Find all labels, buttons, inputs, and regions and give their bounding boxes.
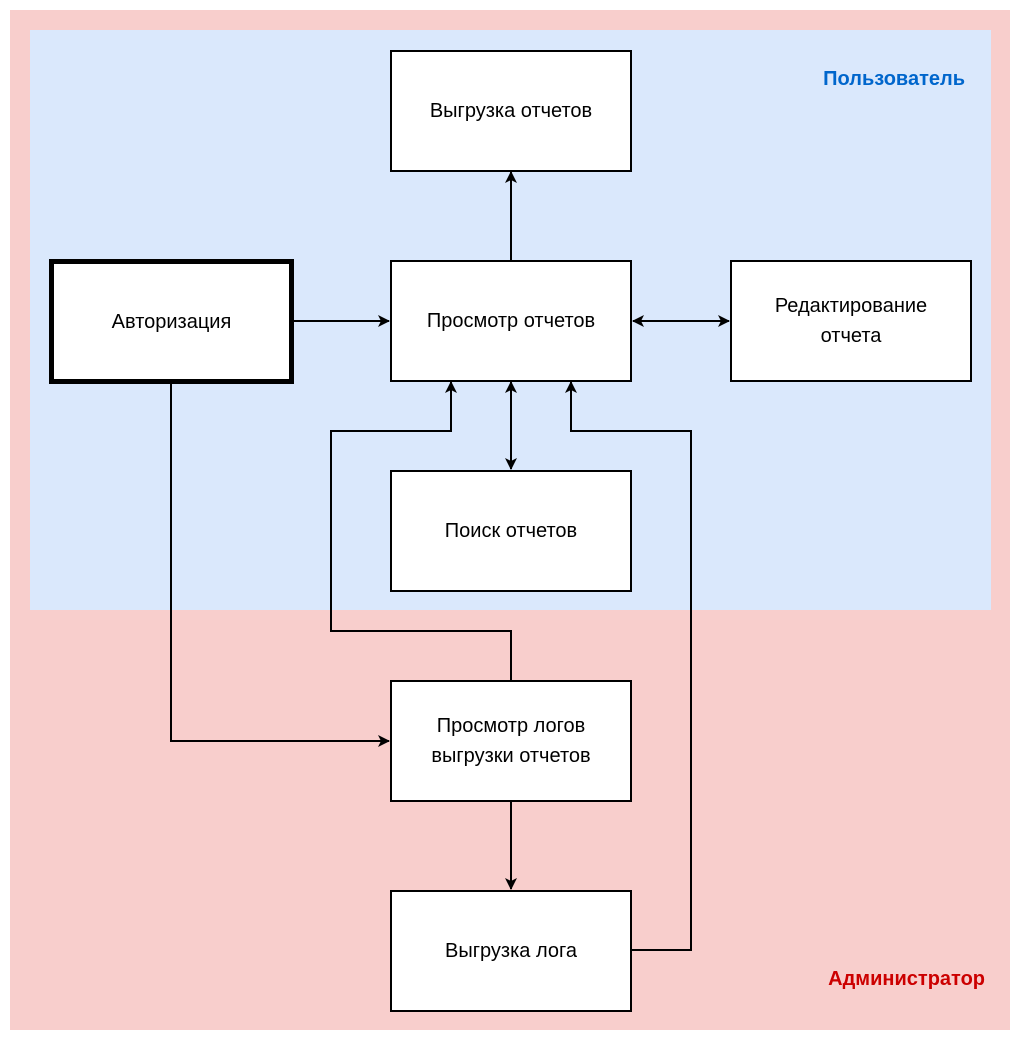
node-label: Авторизация (111, 310, 232, 333)
node-label: Просмотр отчетов (426, 310, 596, 332)
node-view-export-logs[interactable]: Просмотр логов выгрузки отчетов (390, 680, 632, 802)
edge-exportlog-to-view (565, 381, 692, 951)
node-label: Поиск отчетов (444, 520, 578, 542)
edge-auth-to-logs (170, 383, 390, 747)
node-label: Просмотр логов выгрузки отчетов (431, 715, 591, 767)
node-label: Выгрузка отчетов (429, 100, 593, 122)
node-label: Выгрузка лога (445, 940, 577, 962)
node-export-reports[interactable]: Выгрузка отчетов (390, 50, 632, 172)
node-authorization[interactable]: Авторизация (49, 259, 294, 384)
node-label: Редактирование отчета (774, 295, 928, 347)
admin-region-label: Администратор (828, 968, 985, 990)
user-region-label: Пользователь (823, 68, 965, 90)
edge-logs-to-view (330, 381, 512, 680)
node-view-reports[interactable]: Просмотр отчетов (390, 260, 632, 382)
node-export-log[interactable]: Выгрузка лога (390, 890, 632, 1012)
node-search-reports[interactable]: Поиск отчетов (390, 470, 632, 592)
node-edit-report[interactable]: Редактирование отчета (730, 260, 972, 382)
